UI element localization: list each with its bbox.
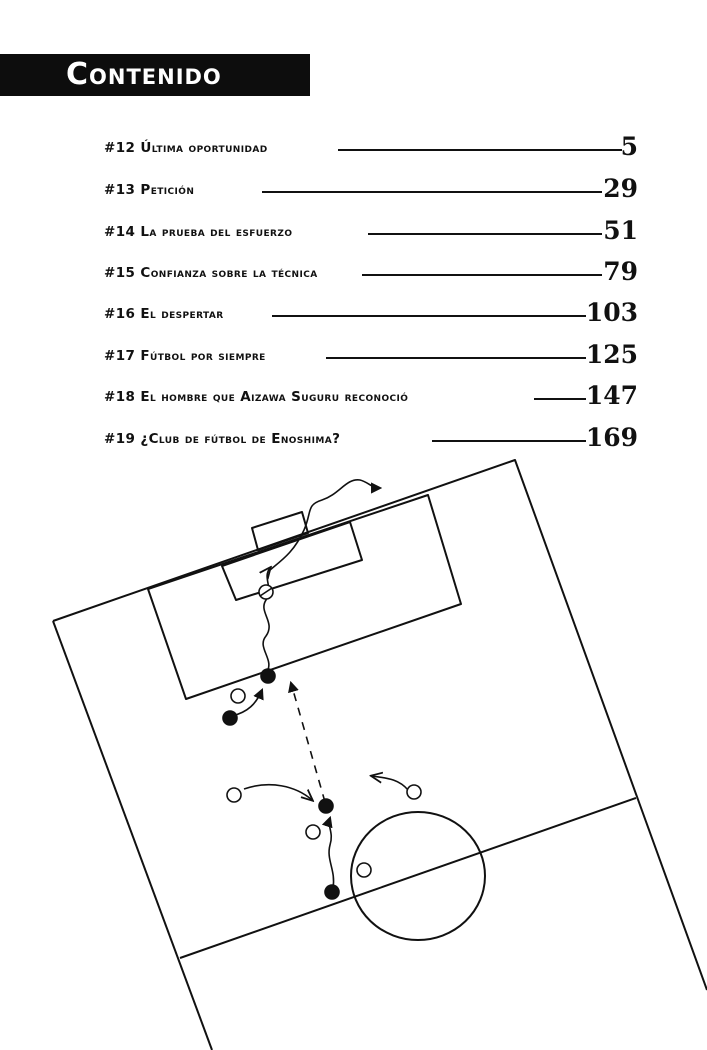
goal: [251, 511, 309, 551]
toc-entry-label: #17 Fútbol por siempre: [104, 348, 266, 364]
player-attacker-icon: [324, 884, 340, 900]
dribble-path: [269, 479, 383, 571]
toc-entry[interactable]: #13 Petición 29: [104, 174, 638, 206]
player-attacker-icon: [260, 668, 276, 684]
penalty-area: [147, 494, 462, 700]
player-attacker-icon: [222, 710, 238, 726]
pitch-touchline: [52, 459, 707, 991]
toc-entry-page: 103: [585, 298, 638, 327]
run-arrow: [243, 783, 312, 800]
player-defender-icon: [305, 824, 321, 840]
soccer-pitch-tactics-diagram: [52, 459, 707, 1050]
toc-entry-label: #19 ¿Club de fútbol de Enoshima?: [104, 431, 341, 447]
goal-area: [221, 521, 363, 601]
toc-entry-page: 125: [585, 340, 638, 369]
toc-entry-label: #12 Última oportunidad: [104, 140, 268, 156]
player-attacker-icon: [318, 798, 334, 814]
leader-line: [338, 149, 622, 151]
toc-entry-label: #15 Confianza sobre la técnica: [104, 265, 318, 281]
center-circle: [350, 811, 486, 941]
page-title: Contenido: [66, 57, 222, 92]
dribble-path: [321, 815, 335, 889]
player-defender-icon: [230, 688, 246, 704]
leader-line: [368, 233, 602, 235]
toc-entry-label: #13 Petición: [104, 182, 195, 198]
player-defender-icon: [356, 862, 372, 878]
run-arrow: [372, 776, 409, 791]
toc-entry-label: #14 La prueba del esfuerzo: [104, 224, 293, 240]
toc-entry-page: 51: [603, 216, 638, 245]
toc-entry-page: 29: [603, 174, 638, 203]
leader-line: [272, 315, 586, 317]
toc-entry[interactable]: #15 Confianza sobre la técnica 79: [104, 257, 638, 289]
toc-entry[interactable]: #16 El despertar 103: [104, 298, 638, 330]
goalkeeper-icon: [258, 584, 274, 600]
toc-entry[interactable]: #17 Fútbol por siempre 125: [104, 340, 638, 372]
toc-entry[interactable]: #14 La prueba del esfuerzo 51: [104, 216, 638, 248]
player-defender-icon: [226, 787, 242, 803]
pitch-left-touchline: [52, 620, 213, 1050]
halfway-line: [179, 797, 637, 959]
leader-line: [432, 440, 586, 442]
dribble-path: [263, 568, 270, 674]
toc-entry-page: 169: [585, 423, 638, 452]
title-bar: Contenido: [0, 54, 310, 96]
toc-entry-label: #16 El despertar: [104, 306, 224, 322]
player-defender-icon: [406, 784, 422, 800]
table-of-contents: #12 Última oportunidad 5 #13 Petición 29…: [0, 0, 707, 460]
toc-entry-label: #18 El hombre que Aizawa Suguru reconoci…: [104, 389, 409, 405]
leader-line: [362, 274, 602, 276]
leader-line: [534, 398, 586, 400]
leader-line: [262, 191, 602, 193]
toc-entry-page: 5: [620, 132, 638, 161]
leader-line: [326, 357, 586, 359]
toc-entry[interactable]: #12 Última oportunidad 5: [104, 132, 638, 164]
toc-entry[interactable]: #19 ¿Club de fútbol de Enoshima? 169: [104, 423, 638, 455]
toc-entry[interactable]: #18 El hombre que Aizawa Suguru reconoci…: [104, 381, 638, 413]
toc-entry-page: 79: [603, 257, 638, 286]
pass-arrow: [288, 680, 326, 803]
toc-entry-page: 147: [585, 381, 638, 410]
